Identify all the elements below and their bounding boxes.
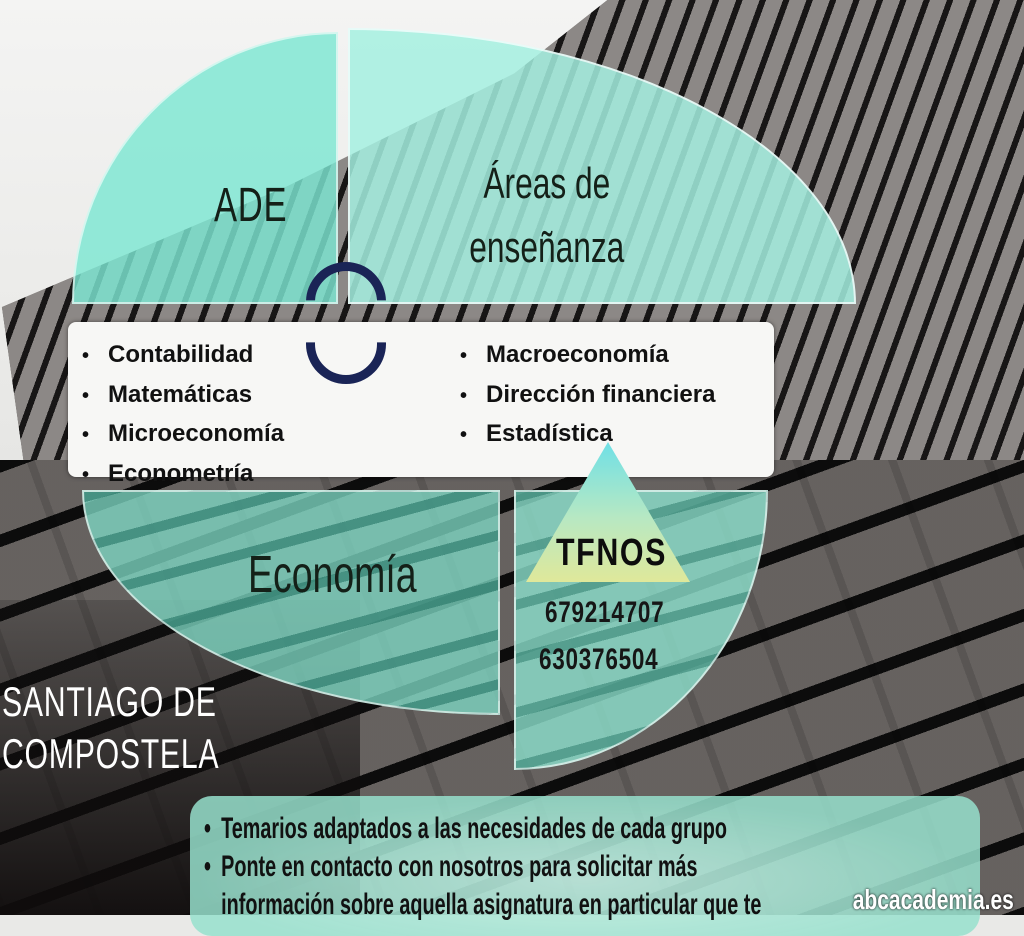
- bullet-icon: •: [204, 850, 211, 883]
- watermark: abcacademia.es: [852, 884, 1014, 915]
- info-text: Ponte en contacto con nosotros para soli…: [221, 850, 698, 883]
- areas-label-line2: enseñanza: [469, 223, 625, 272]
- subject-label: Matemáticas: [108, 380, 253, 408]
- subject-label: Econometría: [108, 459, 254, 487]
- bullet-icon: •: [460, 384, 468, 407]
- subjects-panel: • Contabilidad • Matemáticas • Microeconomí…: [68, 322, 774, 487]
- location-label: SANTIAGO DE COMPOSTELA: [2, 676, 219, 780]
- economia-label: Economía: [248, 546, 417, 604]
- subject-item: • Econometría: [82, 455, 284, 495]
- tfnos-heading: TFNOS: [556, 532, 668, 574]
- bullet-icon: •: [82, 384, 90, 407]
- bullet-icon: •: [204, 812, 211, 845]
- info-panel: • Temarios adaptados a las necesidades de…: [190, 796, 980, 936]
- info-item: • Ponte en contacto con nosotros para sol…: [204, 848, 761, 886]
- subjects-right-column: • Macroeconomía • Dirección financiera • Es…: [460, 336, 715, 455]
- location-line2: COMPOSTELA: [2, 730, 220, 777]
- location-line1: SANTIAGO DE: [2, 678, 217, 725]
- info-text: información sobre aquella asignatura en …: [221, 888, 762, 921]
- ade-label: ADE: [214, 179, 288, 232]
- subject-label: Macroeconomía: [486, 341, 669, 368]
- bullet-icon: •: [82, 345, 90, 367]
- bullet-icon: •: [82, 424, 90, 446]
- subject-item: • Matemáticas: [82, 376, 284, 416]
- info-text: Temarios adaptados a las necesidades de …: [221, 812, 727, 845]
- subject-label: Microeconomía: [108, 420, 285, 447]
- subject-item: • Dirección financiera: [460, 376, 715, 416]
- phone-number-2[interactable]: 630376504: [539, 643, 659, 676]
- info-item: • Temarios adaptados a las necesidades de…: [204, 810, 761, 848]
- bullet-icon: •: [460, 424, 468, 446]
- areas-label: Áreas de enseñanza: [446, 152, 648, 280]
- bullet-icon: •: [460, 345, 468, 367]
- subject-item: • Contabilidad: [82, 336, 284, 376]
- info-item: información sobre aquella asignatura en …: [204, 886, 761, 924]
- subjects-left-column: • Contabilidad • Matemáticas • Microeconomí…: [82, 336, 284, 494]
- areas-label-line1: Áreas de: [483, 159, 611, 208]
- subject-label: Dirección financiera: [486, 380, 716, 408]
- subject-label: Estadística: [486, 420, 613, 447]
- subject-item: • Estadística: [460, 415, 715, 455]
- bullet-icon: •: [82, 463, 90, 486]
- subject-item: • Microeconomía: [82, 415, 284, 455]
- subject-item: • Macroeconomía: [460, 336, 715, 376]
- phone-number-1[interactable]: 679214707: [545, 596, 665, 629]
- subject-label: Contabilidad: [108, 341, 254, 368]
